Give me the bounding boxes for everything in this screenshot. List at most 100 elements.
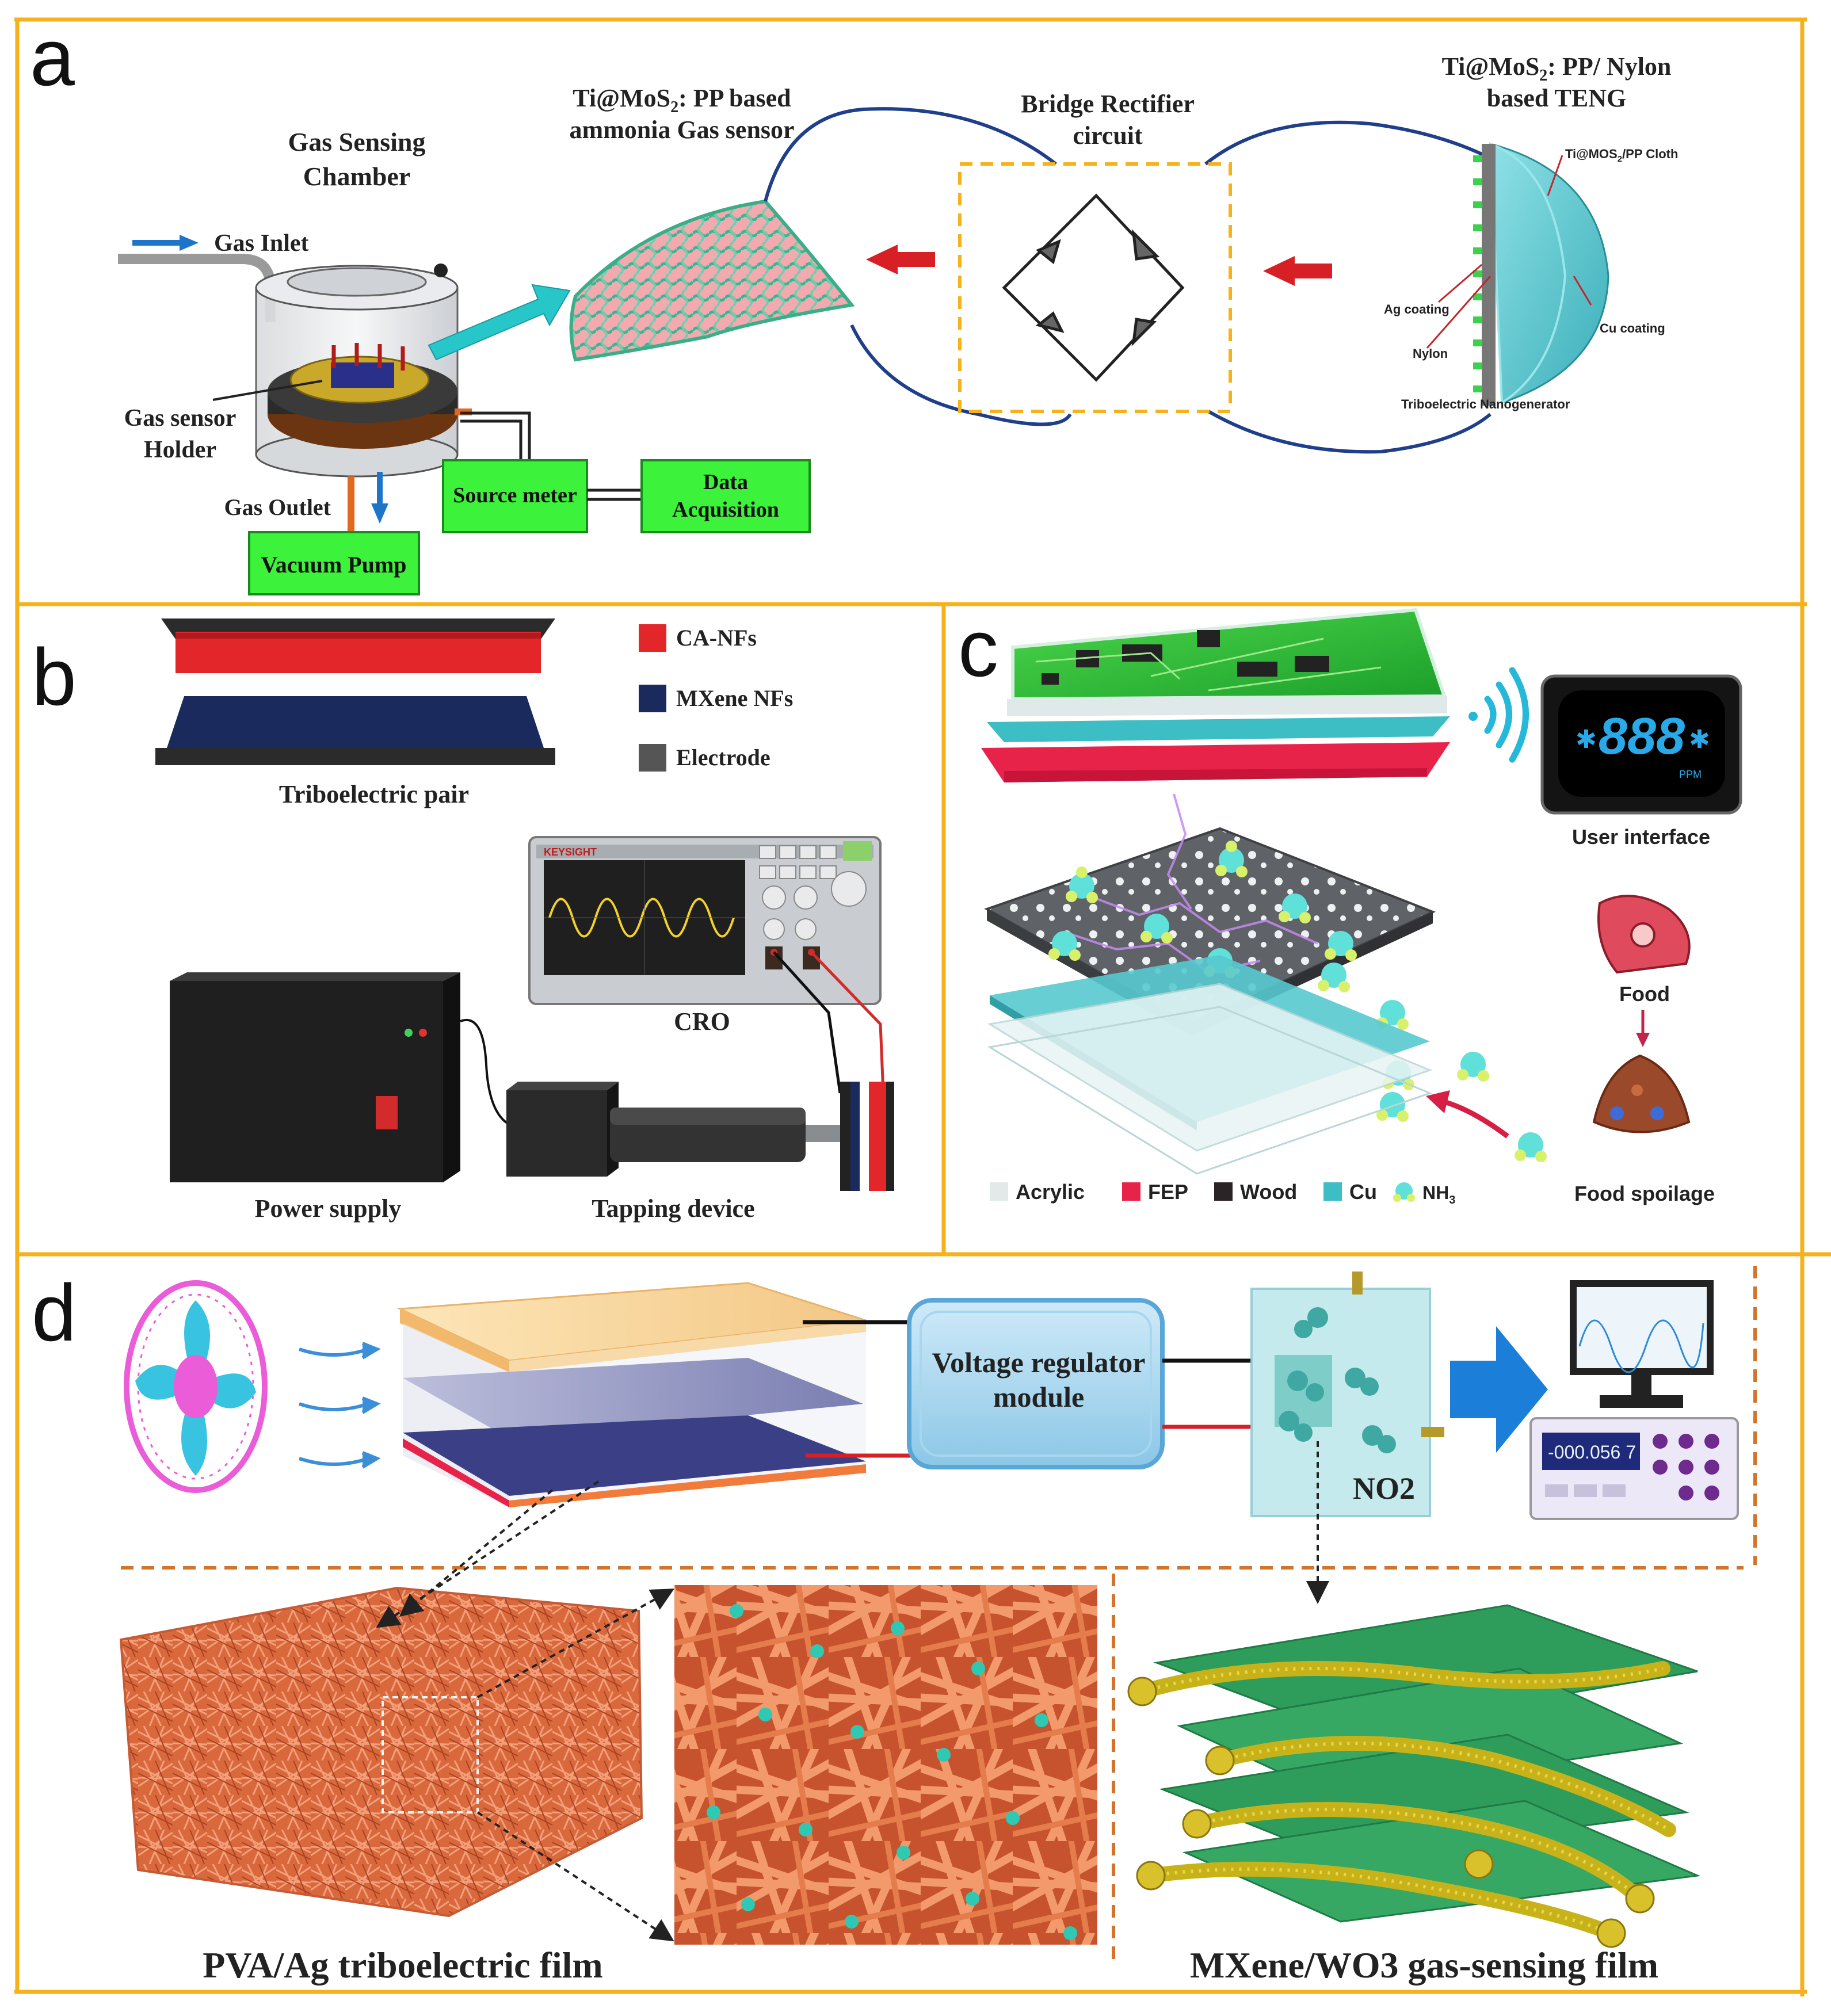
panel-c-legend: Acrylic FEP Wood Cu NH3	[990, 1180, 1455, 1206]
chamber-to-sensor-arrow-icon	[428, 284, 571, 361]
red-arrow-to-bridge-icon	[1263, 256, 1332, 286]
top-fep-layer-shade	[1004, 768, 1427, 782]
nh3-molecule	[1376, 1092, 1409, 1122]
gas-sensor-holder-line1: Gas sensor	[124, 405, 236, 432]
food-icon	[1597, 895, 1691, 974]
legend-label-mxene-nfs: MXene NFs	[676, 685, 793, 711]
legend-label-acrylic: Acrylic	[1016, 1180, 1085, 1204]
triboelectric-pair-label: Triboelectric pair	[279, 780, 469, 808]
source-meter-label: Source meter	[453, 483, 577, 507]
ag-nanoparticles	[707, 1604, 1077, 1940]
regulator-output-wires	[1162, 1358, 1252, 1429]
bridge-rectifier-box	[958, 162, 1232, 413]
legend-label-fep: FEP	[1148, 1180, 1188, 1204]
pva-zoom-view	[674, 1585, 1097, 1945]
legend-label-ca-nfs: CA-NFs	[676, 625, 757, 651]
bridge-title-line1: Bridge Rectifier	[1021, 90, 1195, 118]
meter-to-daq-cable	[587, 488, 642, 501]
keysight-brand: KEYSIGHT	[544, 846, 597, 858]
panel-a-letter: a	[30, 12, 75, 102]
legend-swatch-electrode	[639, 744, 666, 772]
red-arrow-to-sensor-icon	[866, 245, 935, 274]
wireless-signal-icon	[1468, 667, 1529, 763]
gas-chamber-cylinder	[255, 264, 472, 478]
pva-film-label: PVA/Ag triboelectric film	[203, 1945, 602, 1986]
mxene-wo3-film	[1127, 1604, 1701, 1948]
chamber-title-line1: Gas Sensing	[288, 127, 425, 156]
mxene-film-label: MXene/WO3 gas-sensing film	[1190, 1945, 1658, 1986]
legend-swatch-fep	[1122, 1182, 1140, 1201]
bottom-acrylic-layer-2	[987, 1006, 1433, 1175]
pcb-board	[1011, 608, 1447, 701]
circuit-wires	[764, 107, 1491, 454]
nh3-molecule	[1457, 1052, 1489, 1082]
legend-swatch-mxene-nfs	[639, 685, 666, 712]
sensor-title-line2: ammonia Gas sensor	[569, 116, 794, 144]
zoom-dashed-arrows	[376, 1441, 1329, 1942]
panel-c: c 888 ✱	[958, 603, 1742, 1206]
tapping-device-label: Tapping device	[592, 1194, 754, 1223]
nh3-molecule	[1376, 1000, 1409, 1030]
probe-wires	[773, 951, 885, 1094]
vacuum-pump-box	[248, 531, 420, 595]
tapping-device	[506, 1082, 894, 1191]
vacuum-pump-label: Vacuum Pump	[261, 552, 406, 578]
panel-b: b Triboelectric pair CA-NFs MXene NFs El…	[32, 618, 894, 1223]
panel-d-letter: d	[32, 1267, 77, 1358]
top-cu-layer	[987, 716, 1450, 742]
computer-monitor-icon	[1570, 1280, 1714, 1408]
oscilloscope	[528, 836, 882, 1005]
data-acquisition-line2: Acquisition	[672, 498, 779, 522]
power-supply-label: Power supply	[255, 1194, 402, 1223]
user-interface-label: User interface	[1572, 825, 1710, 849]
teng-device	[1473, 142, 1609, 406]
nh3-molecule	[1318, 963, 1350, 992]
nh3-molecule	[1279, 894, 1311, 923]
nh3-molecule	[1215, 841, 1248, 877]
panel-b-legend: CA-NFs MXene NFs Electrode	[639, 624, 793, 772]
panel-b-letter: b	[32, 632, 77, 722]
holder-pointer-line	[212, 380, 323, 401]
voltage-regulator-box	[907, 1298, 1165, 1469]
gas-inlet-pipe	[118, 254, 276, 322]
sensor-title-line1: Ti@MoS2: PP based	[573, 84, 791, 116]
food-label: Food	[1619, 982, 1670, 1006]
power-cable	[460, 1019, 518, 1129]
display-ppm: PPM	[1679, 769, 1702, 780]
meter-readout: -000.056 7	[1548, 1442, 1636, 1463]
legend-swatch-cu	[1323, 1182, 1342, 1201]
legend-swatch-wood	[1214, 1182, 1233, 1201]
pva-film	[119, 1586, 643, 1918]
nh3-molecule	[1048, 931, 1081, 961]
no2-label: NO2	[1353, 1471, 1415, 1506]
gas-outlet-label: Gas Outlet	[224, 494, 331, 520]
power-supply-box	[170, 972, 460, 1182]
fan-icon	[124, 1280, 268, 1493]
legend-swatch-ca-nfs	[639, 624, 666, 652]
teng-cloth-label: Ti@MOS2/PP Cloth	[1565, 147, 1678, 164]
pva-zoom-region	[382, 1696, 479, 1813]
panel-d-dashed-separators	[121, 1266, 1757, 1962]
voltage-regulator-line1: Voltage regulator	[932, 1346, 1146, 1379]
data-acquisition-box	[640, 459, 811, 533]
pcb-acrylic-layer	[1007, 696, 1447, 716]
bridge-title-line2: circuit	[1073, 121, 1143, 150]
triboelectric-pair-bottom-plate	[155, 696, 555, 765]
nh3-molecule	[1066, 866, 1098, 903]
nh3-molecule	[1515, 1132, 1547, 1162]
gas-outlet-arrow-icon	[371, 472, 388, 524]
legend-label-cu: Cu	[1349, 1180, 1377, 1204]
nylon-label: Nylon	[1413, 346, 1448, 361]
display-star-left-icon: ✱	[1576, 726, 1597, 754]
spoiled-food-icon	[1592, 1054, 1691, 1133]
data-acquisition-line1: Data	[703, 470, 748, 494]
legend-swatch-nh3	[1393, 1182, 1415, 1202]
gas-inlet-label: Gas Inlet	[214, 230, 309, 257]
teng-output-wires	[803, 1320, 915, 1458]
bridge-rectifier-diagram	[1002, 193, 1185, 382]
chamber-to-meter-cable	[460, 411, 531, 460]
legend-label-nh3: NH3	[1422, 1182, 1455, 1206]
output-arrow-icon	[1450, 1326, 1548, 1453]
panel-frame	[14, 17, 1831, 1996]
